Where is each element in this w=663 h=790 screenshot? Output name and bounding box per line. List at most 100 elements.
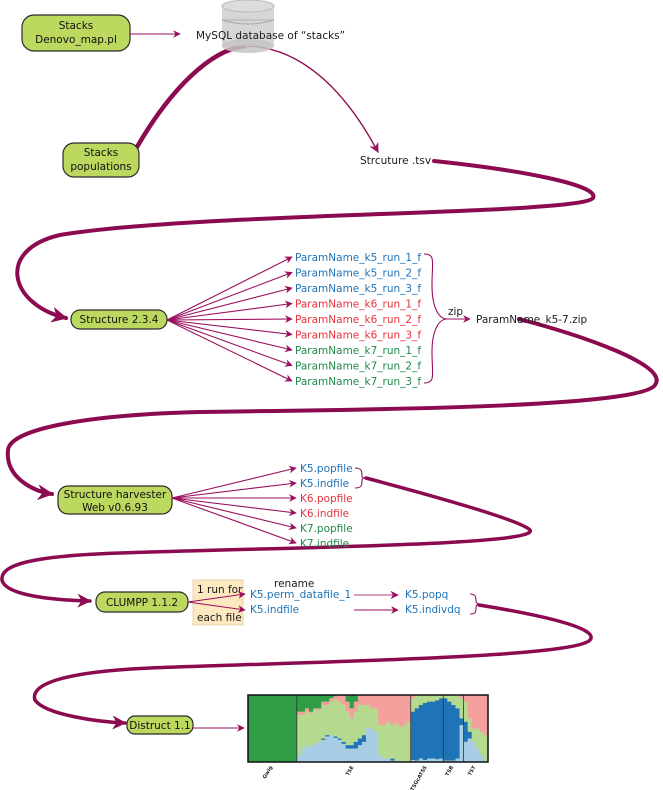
admixture-segment [276, 695, 282, 762]
admixture-segment [422, 759, 428, 762]
admixture-segment [431, 758, 436, 762]
admixture-segment [296, 755, 302, 762]
structure-tsv-label: Strcuture .tsv [360, 155, 431, 167]
admixture-segment [345, 701, 351, 712]
admixture-segment [309, 746, 314, 762]
node-structure-label: Structure 2.3.4 [80, 314, 159, 326]
admixture-segment [382, 758, 387, 762]
param-file-list: ParamName_k5_run_1_fParamName_k5_run_2_f… [295, 252, 421, 388]
admixture-segment [467, 738, 473, 762]
node-structure[interactable]: Structure 2.3.4 [70, 309, 168, 330]
admixture-segment [370, 728, 375, 762]
admixture-segment [321, 739, 326, 762]
zip-brace [423, 253, 471, 384]
arrow-to-param-file [166, 319, 293, 382]
admixture-segment [357, 705, 363, 739]
arrow-to-param-file [166, 300, 293, 321]
admixture-segment [390, 695, 395, 726]
flow-harvester-to-clumpp [0, 476, 532, 608]
admixture-segment [313, 695, 318, 709]
admixture-segment [333, 736, 338, 738]
admixture-segment [300, 748, 306, 762]
admixture-segment [349, 695, 355, 709]
clumpp-output-popq: K5.popq [405, 589, 448, 601]
admixture-segment [325, 701, 330, 706]
admixture-segment [463, 741, 469, 762]
admixture-segment [370, 708, 375, 729]
admixture-segment [296, 715, 302, 756]
admixture-segment [321, 705, 326, 739]
flow-populations-to-db [134, 43, 248, 150]
admixture-segment [349, 745, 355, 749]
harvester-file-item: K7.indfile [300, 538, 349, 550]
admixture-segment [475, 728, 481, 749]
population-label: TSE [345, 765, 356, 778]
harvester-file-item: K6.indfile [300, 508, 349, 520]
admixture-segment [313, 743, 318, 762]
admixture-segment [475, 748, 481, 762]
admixture-segment [304, 745, 310, 762]
admixture-segment [374, 731, 379, 762]
clumpp-note-line2: each file [197, 612, 242, 624]
admixture-segment [402, 695, 408, 726]
admixture-segment [365, 695, 371, 706]
admixture-segment [390, 758, 395, 761]
param-file-item: ParamName_k5_run_2_f [295, 268, 421, 280]
node-structure-harvester[interactable]: Structure harvester Web v0.6.93 [57, 485, 173, 515]
admixture-segment [300, 715, 306, 749]
admixture-segment [374, 708, 379, 732]
admixture-segment [406, 721, 412, 762]
admixture-segment [378, 695, 383, 726]
admixture-segment [410, 759, 416, 762]
admixture-segment [309, 695, 314, 712]
node-distruct-label: Distruct 1.1 [129, 720, 191, 732]
admixture-segment [455, 695, 461, 709]
param-file-item: ParamName_k5_run_3_f [295, 283, 421, 295]
node-harvester-line1: Structure harvester [64, 489, 167, 501]
admixture-segment [357, 738, 363, 746]
admixture-segment [443, 695, 448, 699]
admixture-segment [374, 695, 379, 709]
admixture-segment [382, 725, 387, 759]
admixture-segment [410, 698, 416, 712]
distruct-plot [247, 694, 489, 763]
admixture-segment [341, 741, 347, 744]
admixture-segment [475, 695, 481, 729]
node-clumpp[interactable]: CLUMPP 1.1.2 [95, 591, 189, 613]
admixture-segment [406, 695, 412, 722]
admixture-segment [435, 759, 440, 762]
admixture-segment [463, 701, 469, 722]
admixture-segment [296, 695, 302, 712]
admixture-segment [394, 723, 400, 761]
param-file-item: ParamName_k5_run_1_f [295, 252, 421, 264]
admixture-segment [296, 711, 302, 716]
admixture-segment [280, 695, 286, 762]
admixture-segment [349, 748, 355, 762]
arrow-to-harvester-file [171, 497, 297, 516]
admixture-segment [304, 708, 310, 712]
admixture-segment [264, 695, 269, 762]
admixture-segment [459, 695, 465, 699]
admixture-segment [345, 695, 351, 702]
admixture-segment [451, 705, 456, 761]
arrow-clumpp-to-perm [187, 591, 246, 603]
node-stacks-denovo[interactable]: Stacks Denovo_map.pl [21, 14, 131, 52]
admixture-segment [459, 725, 465, 762]
admixture-segment [333, 699, 338, 737]
admixture-segment [361, 695, 367, 706]
harvester-file-item: K5.popfile [300, 463, 353, 475]
admixture-segment [317, 708, 322, 710]
node-stacks-populations[interactable]: Stacks populations [62, 142, 140, 178]
admixture-segment [414, 695, 420, 709]
arrow-to-param-file [166, 319, 293, 367]
param-file-item: ParamName_k6_run_2_f [295, 314, 421, 326]
admixture-segment [386, 721, 391, 759]
admixture-segment [471, 695, 477, 729]
admixture-segment [422, 703, 428, 760]
admixture-segment [479, 695, 485, 732]
node-distruct[interactable]: Distruct 1.1 [126, 715, 194, 735]
admixture-segment [349, 708, 355, 719]
admixture-segment [467, 718, 473, 732]
admixture-segment [386, 758, 391, 762]
